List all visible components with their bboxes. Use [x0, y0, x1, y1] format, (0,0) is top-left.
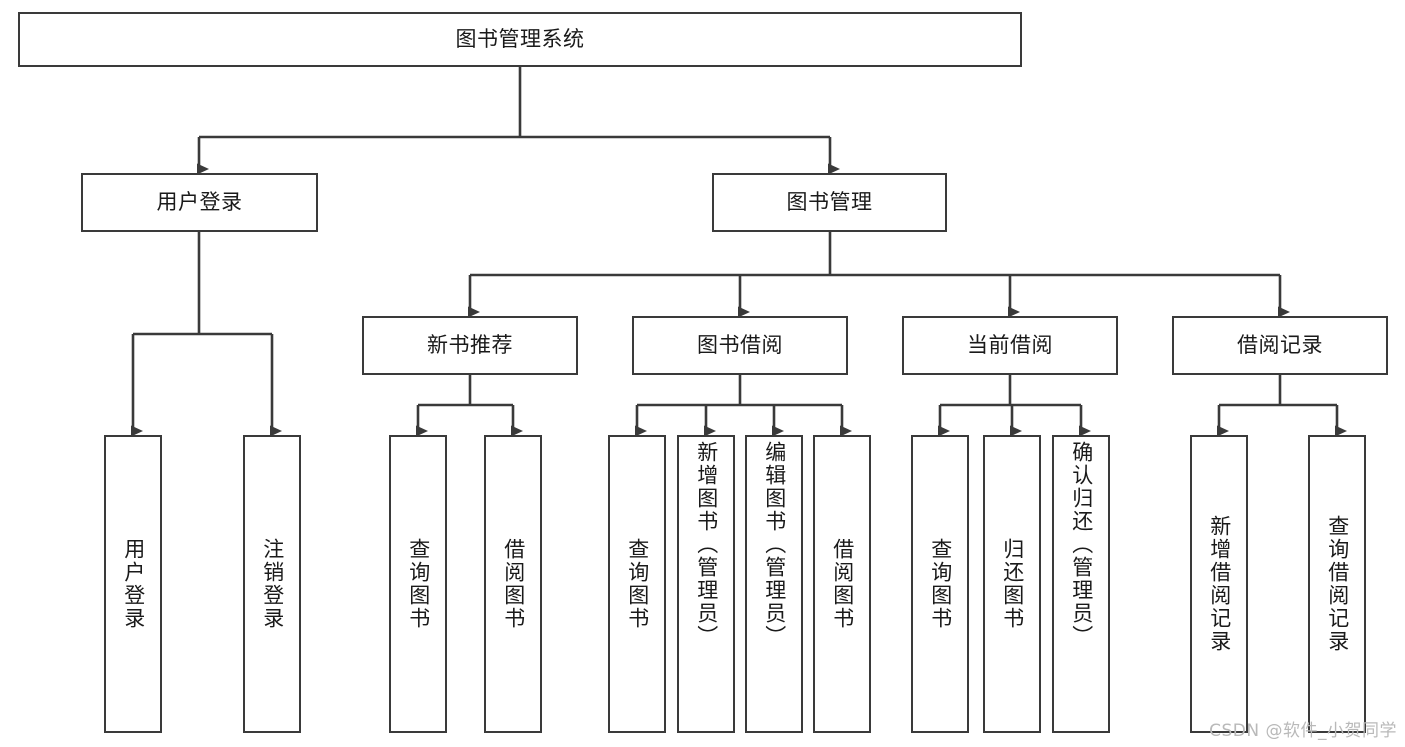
- leaf-add-borrow-record[interactable]: 新增借阅记录: [1190, 435, 1248, 733]
- node-user-login[interactable]: 用户登录: [81, 173, 318, 232]
- leaf-confirm-return-admin-label: 确认归还（管理员）: [1069, 441, 1094, 648]
- leaf-query-book-newbook[interactable]: 查询图书: [389, 435, 447, 733]
- node-root-label: 图书管理系统: [455, 27, 585, 52]
- node-book-borrow[interactable]: 图书借阅: [632, 316, 848, 375]
- leaf-query-book-current[interactable]: 查询图书: [911, 435, 969, 733]
- leaf-query-book-borrow[interactable]: 查询图书: [608, 435, 666, 733]
- leaf-query-book-current-label: 查询图书: [928, 538, 953, 630]
- node-root[interactable]: 图书管理系统: [18, 12, 1022, 67]
- leaf-borrow-book[interactable]: 借阅图书: [813, 435, 871, 733]
- node-user-login-label: 用户登录: [156, 190, 243, 215]
- leaf-confirm-return-admin[interactable]: 确认归还（管理员）: [1052, 435, 1110, 733]
- leaf-return-book[interactable]: 归还图书: [983, 435, 1041, 733]
- leaf-query-borrow-record[interactable]: 查询借阅记录: [1308, 435, 1366, 733]
- node-book-management[interactable]: 图书管理: [712, 173, 947, 232]
- leaf-user-login-label: 用户登录: [121, 538, 146, 630]
- node-book-management-label: 图书管理: [786, 190, 873, 215]
- leaf-add-borrow-record-label: 新增借阅记录: [1207, 515, 1232, 653]
- node-new-book-recommend[interactable]: 新书推荐: [362, 316, 578, 375]
- node-current-borrow[interactable]: 当前借阅: [902, 316, 1118, 375]
- leaf-borrow-book-newbook[interactable]: 借阅图书: [484, 435, 542, 733]
- leaf-borrow-book-newbook-label: 借阅图书: [501, 538, 526, 630]
- node-book-borrow-label: 图书借阅: [697, 333, 783, 358]
- leaf-borrow-book-label: 借阅图书: [830, 538, 855, 630]
- node-new-book-recommend-label: 新书推荐: [427, 333, 513, 358]
- leaf-add-book-admin[interactable]: 新增图书（管理员）: [677, 435, 735, 733]
- leaf-query-book-newbook-label: 查询图书: [406, 538, 431, 630]
- leaf-edit-book-admin[interactable]: 编辑图书（管理员）: [745, 435, 803, 733]
- leaf-add-book-admin-label: 新增图书（管理员）: [694, 441, 719, 648]
- leaf-query-book-borrow-label: 查询图书: [625, 538, 650, 630]
- node-borrow-records[interactable]: 借阅记录: [1172, 316, 1388, 375]
- leaf-logout-label: 注销登录: [260, 538, 285, 630]
- leaf-logout[interactable]: 注销登录: [243, 435, 301, 733]
- leaf-query-borrow-record-label: 查询借阅记录: [1325, 515, 1350, 653]
- leaf-user-login[interactable]: 用户登录: [104, 435, 162, 733]
- leaf-return-book-label: 归还图书: [1000, 538, 1025, 630]
- node-borrow-records-label: 借阅记录: [1237, 333, 1323, 358]
- node-current-borrow-label: 当前借阅: [967, 333, 1053, 358]
- leaf-edit-book-admin-label: 编辑图书（管理员）: [762, 441, 787, 648]
- watermark: CSDN @软件_小贺同学: [1209, 721, 1397, 741]
